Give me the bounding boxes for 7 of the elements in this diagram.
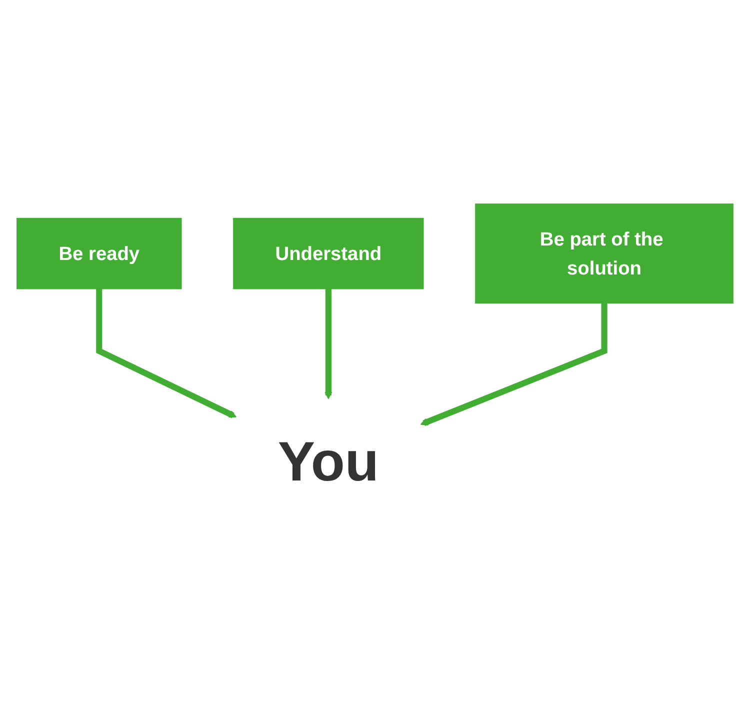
node-box: Be ready xyxy=(16,218,182,290)
arrow xyxy=(420,303,608,426)
node-text: You xyxy=(278,430,379,493)
arrow xyxy=(96,288,237,418)
node-box: Be part of the solution xyxy=(475,204,734,304)
node-box: Understand xyxy=(233,218,424,290)
arrow xyxy=(324,288,332,400)
